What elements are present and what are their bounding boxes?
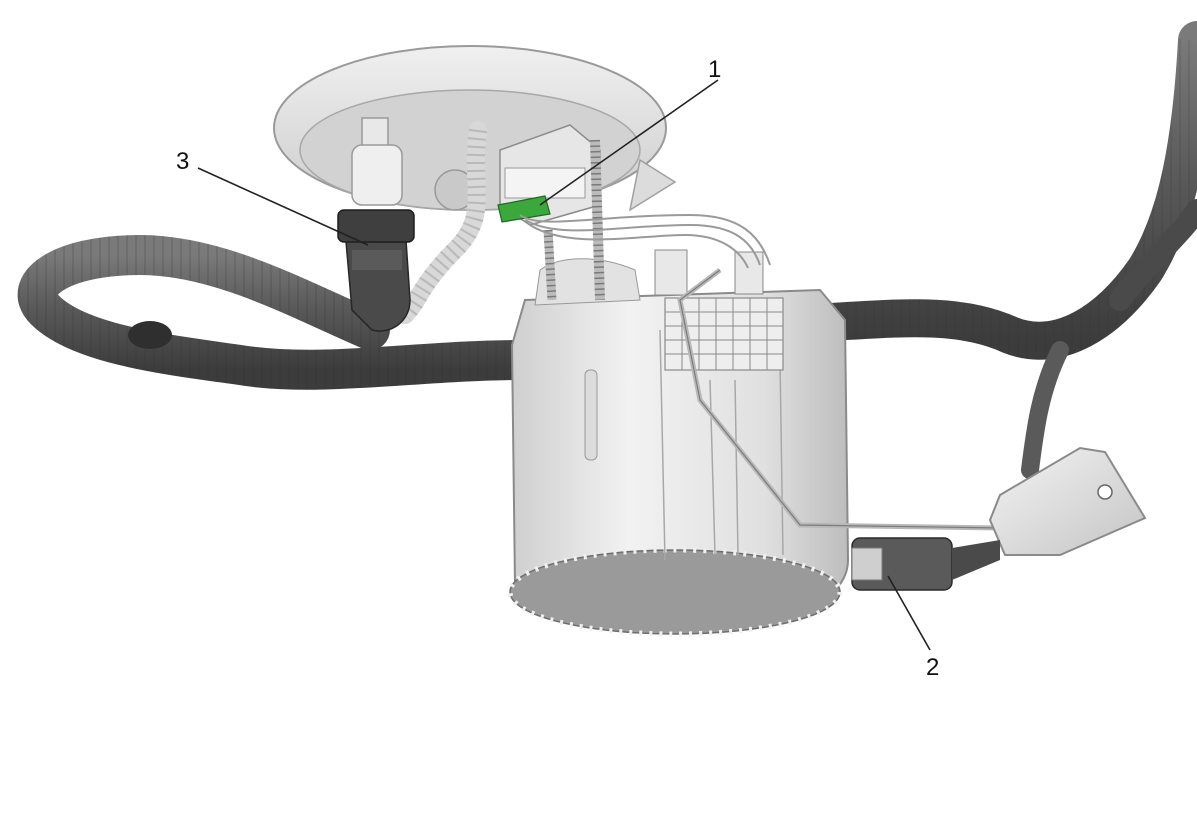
quick-connector-3 (337, 209, 415, 332)
callout-2: 2 (926, 654, 940, 681)
wiring (519, 213, 771, 269)
callout-3: 3 (176, 148, 190, 175)
green-connector (497, 195, 551, 223)
flange-pipe (351, 117, 403, 206)
electrical-connector-block (497, 124, 601, 226)
wire-harness-conduit (396, 121, 487, 324)
pump-canister (507, 249, 850, 637)
leader-line-1 (539, 79, 719, 206)
quick-connector-2 (851, 537, 1000, 591)
leader-lines (197, 79, 931, 651)
fuel-level-float (988, 446, 1147, 556)
left-fuel-hose (17, 234, 540, 390)
leader-line-2 (887, 575, 931, 651)
leader-line-3 (197, 167, 369, 246)
right-fuel-hose (811, 21, 1197, 479)
callout-1: 1 (708, 56, 722, 83)
